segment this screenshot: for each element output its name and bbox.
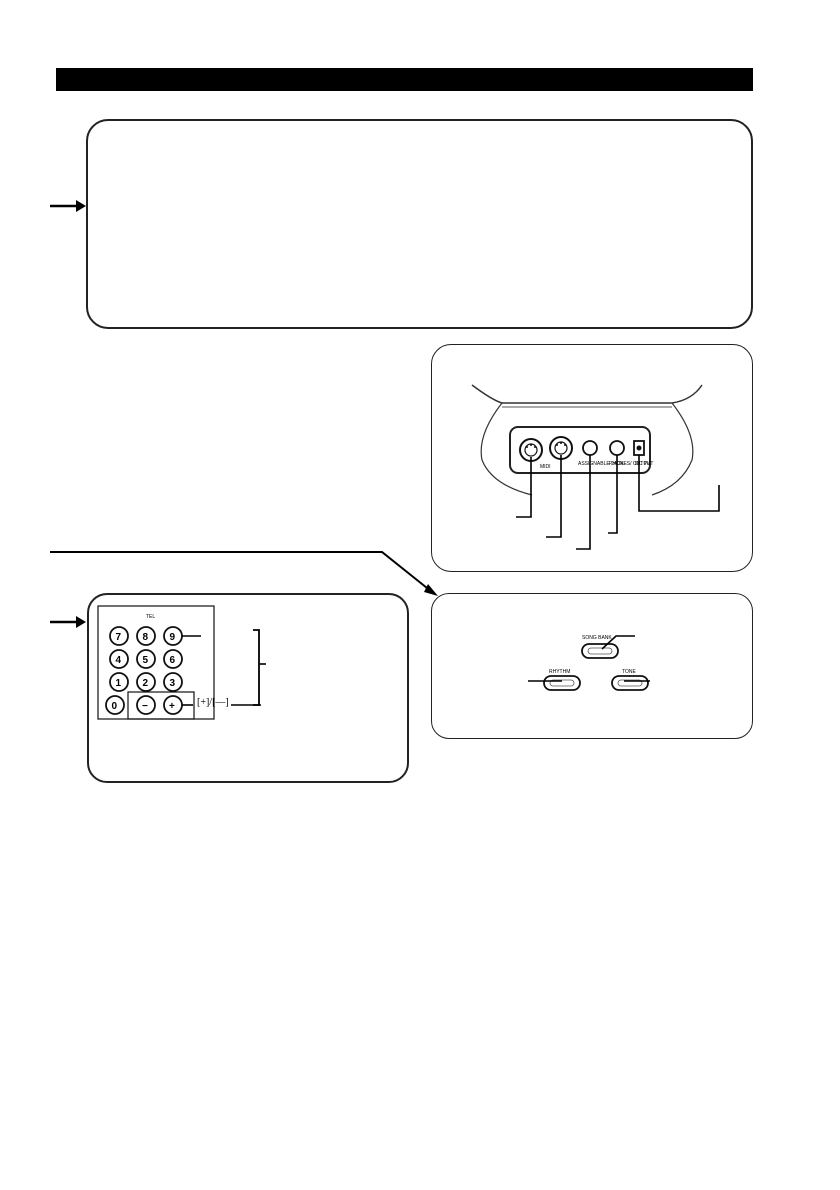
svg-text:0: 0 <box>112 701 118 712</box>
title-bar <box>56 68 753 91</box>
tone-button[interactable] <box>611 675 649 691</box>
phones-output-jack <box>609 440 625 456</box>
key-9[interactable]: 9 <box>163 626 183 646</box>
keypad-panel: TEL 7 8 9 4 5 6 1 2 3 0 − + <box>87 593 409 783</box>
buttons-panel: SONG BANK RHYTHM TONE <box>431 593 753 739</box>
svg-text:2: 2 <box>143 678 149 689</box>
keypad-top-label: TEL <box>146 614 155 620</box>
key-7[interactable]: 7 <box>109 626 129 646</box>
arrow-keypad-icon <box>50 616 86 628</box>
key-5[interactable]: 5 <box>136 649 156 669</box>
top-info-panel <box>86 119 753 329</box>
buttons-illustration: SONG BANK RHYTHM TONE <box>528 635 650 691</box>
svg-text:1: 1 <box>116 678 122 689</box>
svg-text:−: − <box>142 701 148 712</box>
dc-in-label: DC 9V <box>635 461 650 467</box>
assignable-jack <box>582 440 598 456</box>
key-plus[interactable]: + <box>163 695 183 715</box>
svg-text:5: 5 <box>143 655 149 666</box>
keypad-illustration: TEL 7 8 9 4 5 6 1 2 3 0 − + <box>97 605 266 720</box>
svg-text:+: + <box>169 701 175 712</box>
plus-minus-label: [+]/[—] <box>197 697 229 708</box>
song-bank-button[interactable] <box>581 643 619 659</box>
connector-arrow <box>50 551 438 596</box>
svg-text:6: 6 <box>170 655 176 666</box>
svg-text:7: 7 <box>116 632 122 643</box>
key-8[interactable]: 8 <box>136 626 156 646</box>
svg-text:8: 8 <box>143 632 149 643</box>
key-minus[interactable]: − <box>136 695 156 715</box>
key-6[interactable]: 6 <box>163 649 183 669</box>
midi-in-jack <box>549 436 573 460</box>
key-3[interactable]: 3 <box>163 672 183 692</box>
midi-label: MIDI <box>540 464 551 470</box>
svg-text:3: 3 <box>170 678 176 689</box>
assignable-jack-label: ASSIGNABLE JACK <box>578 461 625 467</box>
key-4[interactable]: 4 <box>109 649 129 669</box>
song-bank-label: SONG BANK <box>582 635 612 641</box>
arrow-top-icon <box>50 200 86 212</box>
phones-output-label: PHONES/ OUTPUT <box>609 461 653 467</box>
svg-text:9: 9 <box>170 632 176 643</box>
jack-illustration: MIDI ASSIGNABLE JACK PHONES/ OUTPUT DC 9… <box>471 384 720 550</box>
rhythm-button[interactable] <box>543 675 581 691</box>
rhythm-label: RHYTHM <box>549 669 570 675</box>
jack-panel: MIDI ASSIGNABLE JACK PHONES/ OUTPUT DC 9… <box>431 344 753 572</box>
tone-label: TONE <box>622 669 636 675</box>
key-1[interactable]: 1 <box>109 672 129 692</box>
midi-out-jack <box>519 438 543 462</box>
key-0[interactable]: 0 <box>105 695 125 715</box>
svg-text:4: 4 <box>116 655 122 666</box>
key-2[interactable]: 2 <box>136 672 156 692</box>
